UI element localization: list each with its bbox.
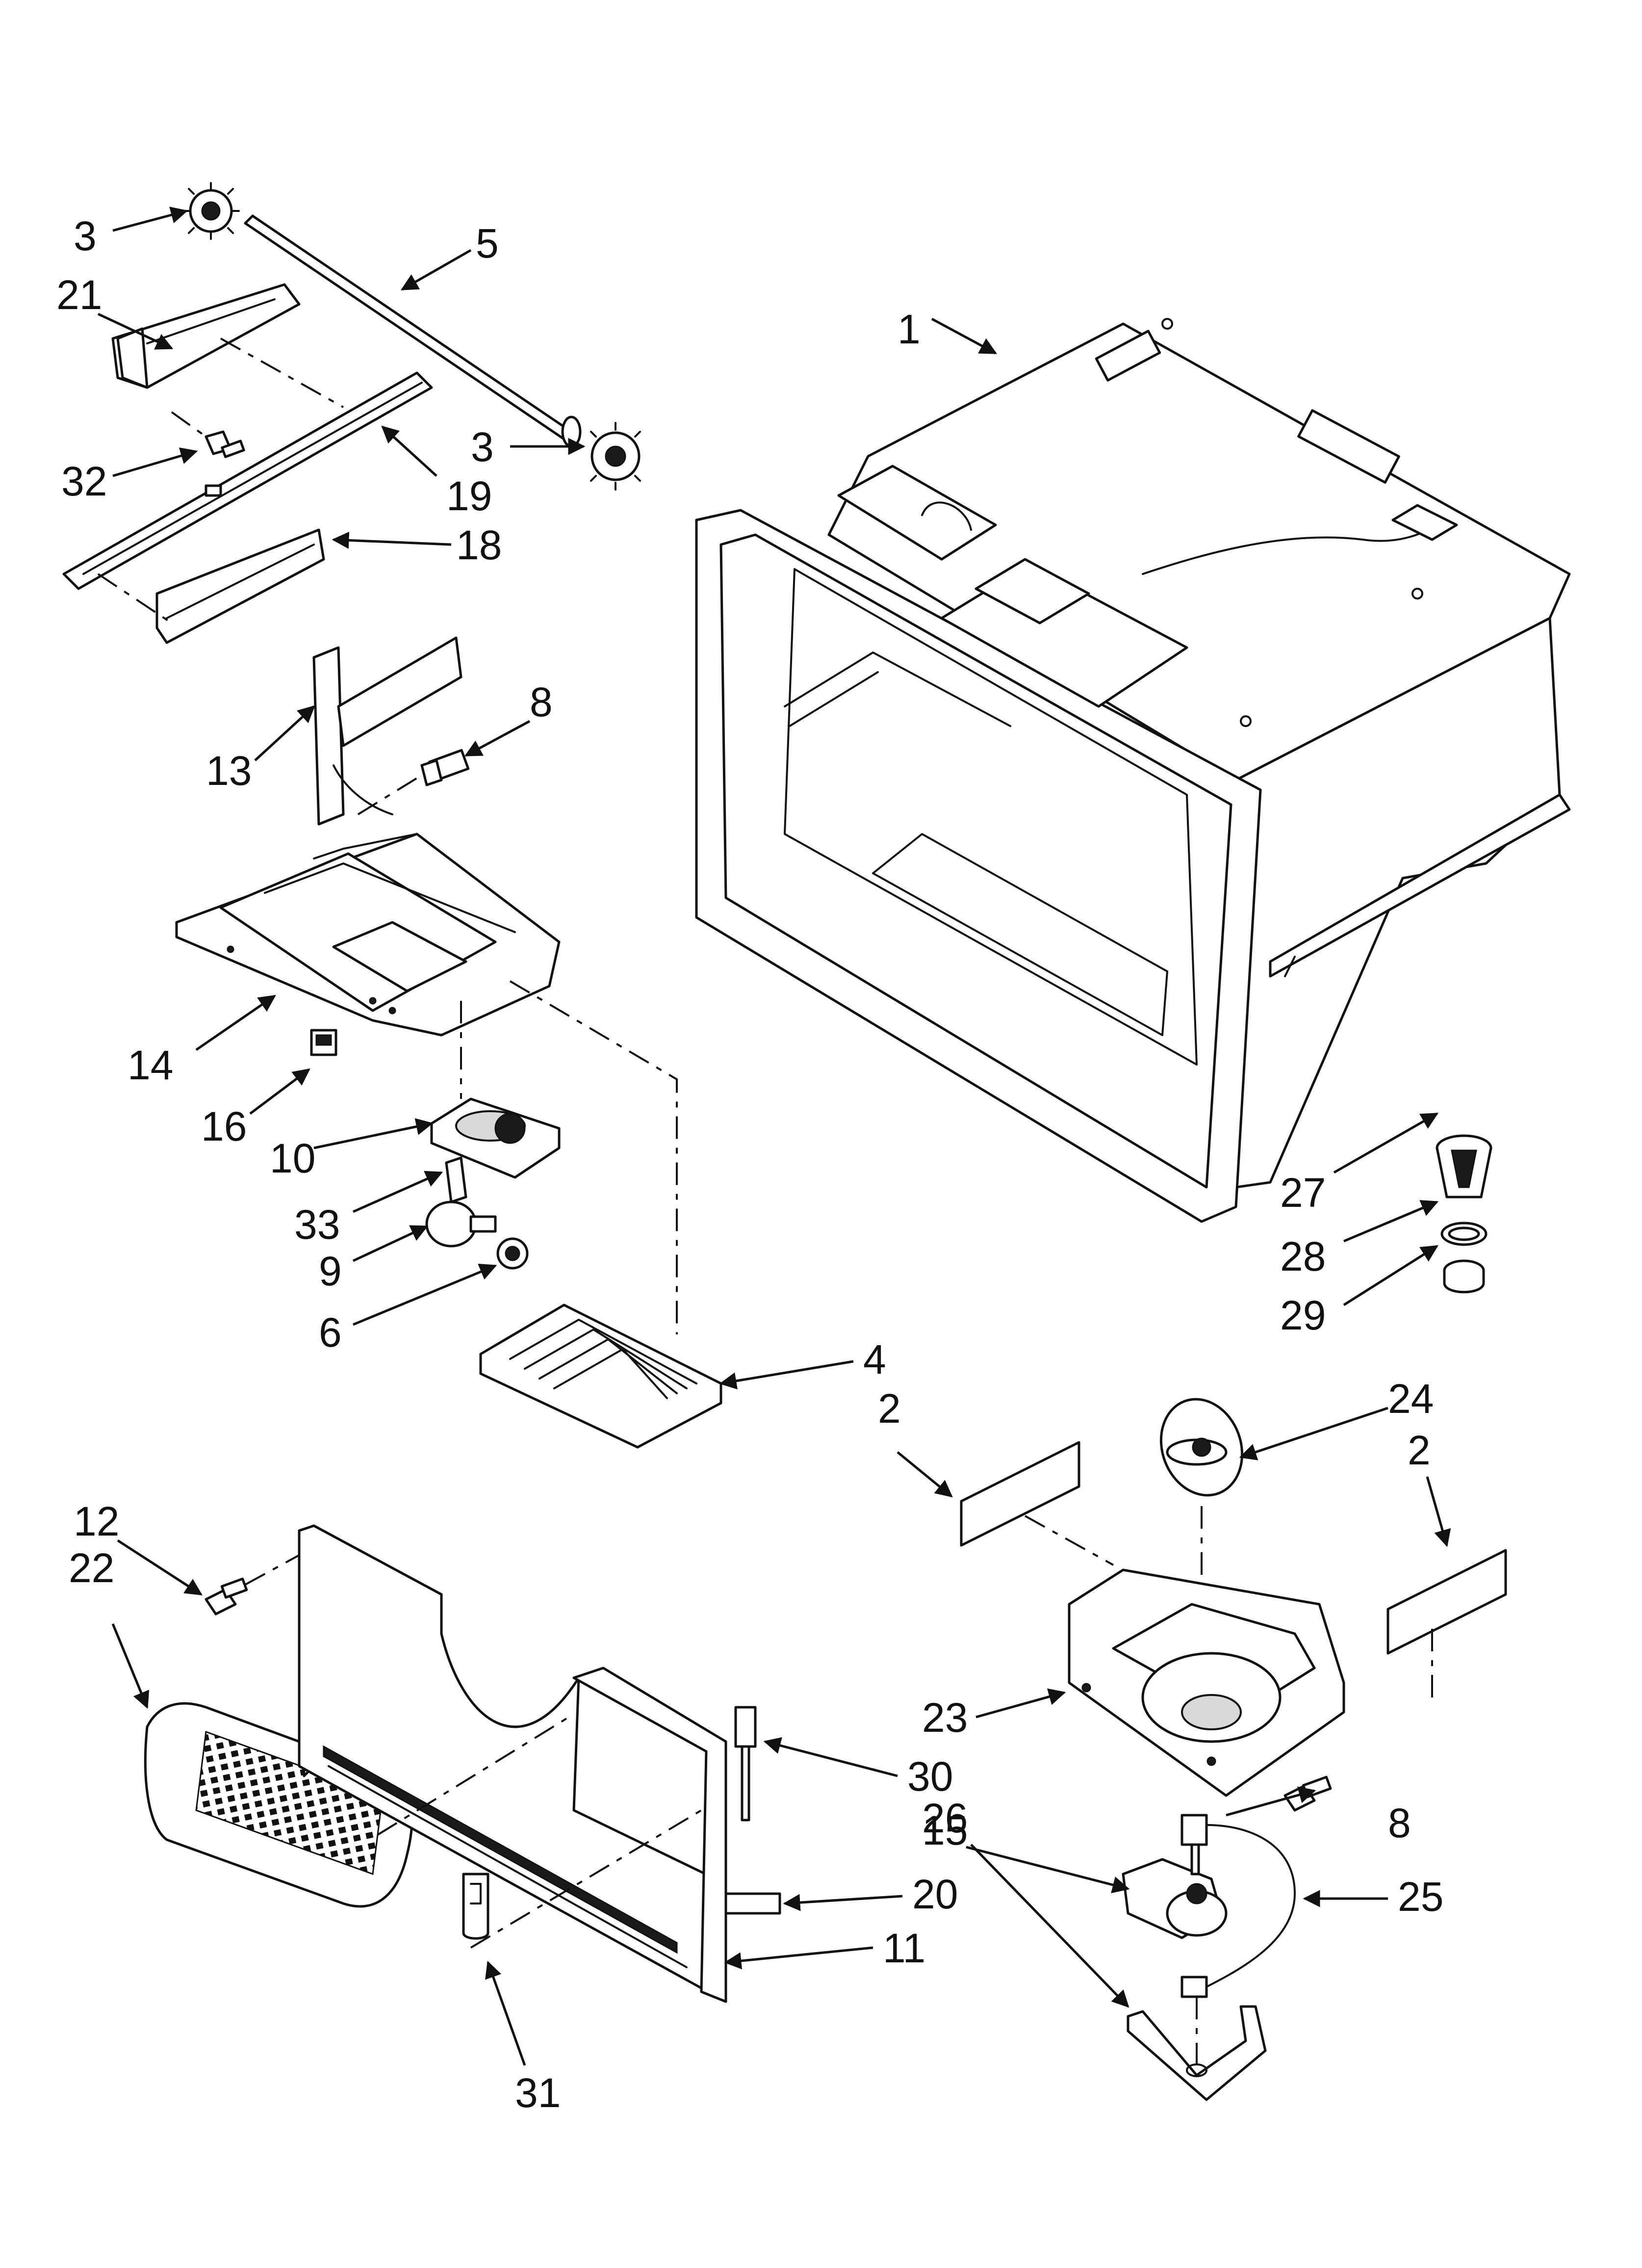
cup-27-part: [1436, 1134, 1492, 1199]
foam-pad-right-part: [1386, 1549, 1507, 1655]
callout-15: 15: [922, 1807, 968, 1853]
callout-2a: 2: [878, 1385, 901, 1432]
ring-28-part: [1440, 1222, 1488, 1246]
callout-8a: 8: [530, 679, 553, 725]
fan-blade-part: [1159, 1398, 1244, 1497]
freezer-liner-part: [695, 318, 1571, 1223]
callout-labels: 1 2 2 3 3 4 5 6 8 8 9 10 11 12 13 14 15 …: [56, 213, 1443, 2116]
leader-lines: [97, 207, 1451, 2066]
callout-22: 22: [69, 1545, 114, 1591]
screw-33-part: [445, 1156, 467, 1203]
callout-32: 32: [61, 458, 107, 504]
motor-bracket-part: [1127, 1976, 1267, 2101]
callout-21: 21: [56, 272, 102, 318]
rod-part: [244, 214, 573, 441]
callout-24: 24: [1388, 1376, 1434, 1422]
callout-3a: 3: [74, 213, 97, 259]
damper-part: [310, 1029, 337, 1056]
gear-lower-part: [561, 416, 641, 491]
light-lens-part: [479, 1303, 722, 1449]
callout-18: 18: [456, 522, 502, 568]
callout-8b: 8: [1388, 1800, 1411, 1846]
light-housing-part: [175, 833, 561, 1037]
callout-19: 19: [446, 473, 492, 519]
callout-3b: 3: [471, 424, 494, 470]
callout-26: 26: [922, 1795, 968, 1841]
callout-20: 20: [912, 1871, 958, 1917]
callout-23: 23: [922, 1694, 968, 1741]
callout-6: 6: [319, 1309, 342, 1356]
callout-25: 25: [1398, 1874, 1443, 1920]
screw-8-upper-part: [420, 749, 470, 786]
rail-upper-part: [111, 283, 301, 389]
rail-lower-part: [155, 528, 325, 644]
callout-5: 5: [476, 220, 499, 266]
callout-13: 13: [206, 748, 252, 794]
gear-upper-part: [182, 182, 240, 240]
light-bulb-part: [425, 1200, 497, 1248]
callout-29: 29: [1280, 1292, 1326, 1338]
callout-9: 9: [319, 1248, 342, 1294]
callout-10: 10: [270, 1135, 315, 1181]
bulb-cap-part: [496, 1237, 529, 1270]
fan-shroud-part: [1068, 1568, 1345, 1797]
callout-12: 12: [74, 1498, 119, 1544]
washer-29-part: [1443, 1259, 1485, 1294]
callout-27: 27: [1280, 1170, 1326, 1216]
callout-33: 33: [294, 1201, 340, 1248]
fan-motor-part: [1122, 1814, 1228, 1939]
callout-4: 4: [863, 1336, 886, 1382]
callout-30: 30: [907, 1753, 953, 1799]
callout-16: 16: [201, 1103, 247, 1149]
screw-32-part: [205, 430, 245, 458]
screw-12-part: [205, 1577, 248, 1616]
thermistor-part: [462, 1873, 489, 1940]
callout-1: 1: [898, 306, 921, 352]
callout-11: 11: [883, 1925, 925, 1971]
cover-panel-part: [298, 1524, 727, 2003]
lamp-socket-part: [430, 1097, 561, 1179]
sensor-probe-part: [734, 1706, 757, 1822]
foam-pad-left-part: [960, 1441, 1080, 1547]
callout-2b: 2: [1408, 1427, 1431, 1473]
callout-28: 28: [1280, 1233, 1326, 1279]
bracket-part: [312, 636, 462, 826]
rail-middle-part: [62, 371, 433, 590]
callout-31: 31: [515, 2070, 561, 2116]
callout-14: 14: [128, 1042, 173, 1088]
insulation-strip-part: [724, 1892, 781, 1915]
